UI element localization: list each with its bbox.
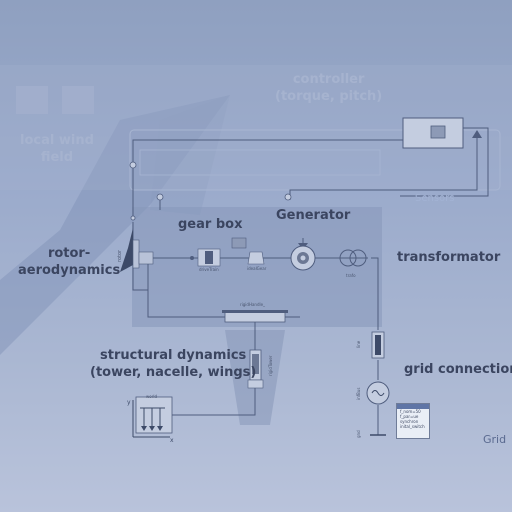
ideal-gear-block[interactable]: [247, 251, 265, 265]
system-settings-block[interactable]: f_nom=50 f_par=ue synchron inital_switch: [396, 403, 430, 439]
system-settings-header: [397, 404, 429, 409]
label-transformator: transformator: [397, 250, 501, 265]
shaft-connector-1: [190, 256, 194, 260]
label-trafo: trafo: [346, 273, 356, 278]
rigid-handle-block[interactable]: [224, 311, 286, 323]
system-setting-line: synchron: [400, 419, 419, 424]
background-nacelle-shape: [132, 207, 382, 327]
label-grid: Grid: [483, 433, 507, 446]
label-gear-box: gear box: [178, 217, 243, 232]
system-setting-line: f_par=ue: [400, 414, 419, 419]
label-sensors: Sensors: [415, 193, 455, 204]
gear-icon: [231, 237, 247, 249]
rotor-blade-icon[interactable]: [120, 228, 133, 272]
rotor-block[interactable]: [138, 251, 154, 265]
trafo-coil-2[interactable]: [349, 249, 367, 267]
controller-feedback-arrow: [472, 130, 482, 138]
sensor-arrows: [129, 161, 292, 221]
label-drive-train: driveTrain: [199, 267, 219, 272]
wind-field-icon-1: [16, 86, 48, 114]
system-setting-line: f_nom=50: [400, 409, 421, 414]
axis-x-label: x: [170, 437, 174, 444]
label-world: world: [146, 394, 157, 399]
label-controller: controller (torque, pitch): [275, 72, 383, 104]
drivetrain-mass: [205, 251, 213, 264]
label-local-wind-field: local wind field: [20, 133, 94, 165]
generator-core: [300, 255, 306, 261]
label-infbus: infBus: [356, 388, 361, 400]
wind-field-icon-2: [62, 86, 94, 114]
label-generator: Generator: [276, 208, 351, 223]
line-block-inner: [375, 335, 381, 355]
background-blade-shape-2: [150, 95, 230, 215]
label-ideal-gear: idealGear: [247, 266, 267, 271]
label-rigid-handle: rigidHandle_: [240, 302, 266, 307]
label-line: line: [356, 340, 361, 348]
background-blade-shape: [0, 95, 230, 355]
infinite-bus-wave-icon: [371, 390, 385, 396]
label-rotor-aerodynamics: rotor- aerodynamics: [18, 246, 121, 278]
trafo-coil-1[interactable]: [339, 249, 357, 267]
label-rotor: rotor: [117, 249, 123, 262]
axis-y-label: y: [127, 399, 131, 406]
rigid-tower-inner: [252, 354, 259, 374]
label-rigid-tower: rigidTower: [268, 355, 273, 376]
system-setting-line: inital_switch: [400, 424, 425, 429]
world-axes-icon: [132, 400, 170, 438]
rigid-handle-bar: [222, 310, 288, 313]
rotor-hub: [132, 239, 140, 269]
controller-inner-frame: [139, 149, 381, 176]
label-gnd: gnd: [356, 430, 361, 438]
tower-foot: [247, 379, 264, 389]
label-structural-dynamics: structural dynamics (tower, nacelle, win…: [90, 348, 257, 380]
controller-block-icon: [430, 125, 446, 139]
world-gravity-arrows: [141, 426, 163, 431]
label-grid-connection: grid connection: [404, 362, 512, 377]
